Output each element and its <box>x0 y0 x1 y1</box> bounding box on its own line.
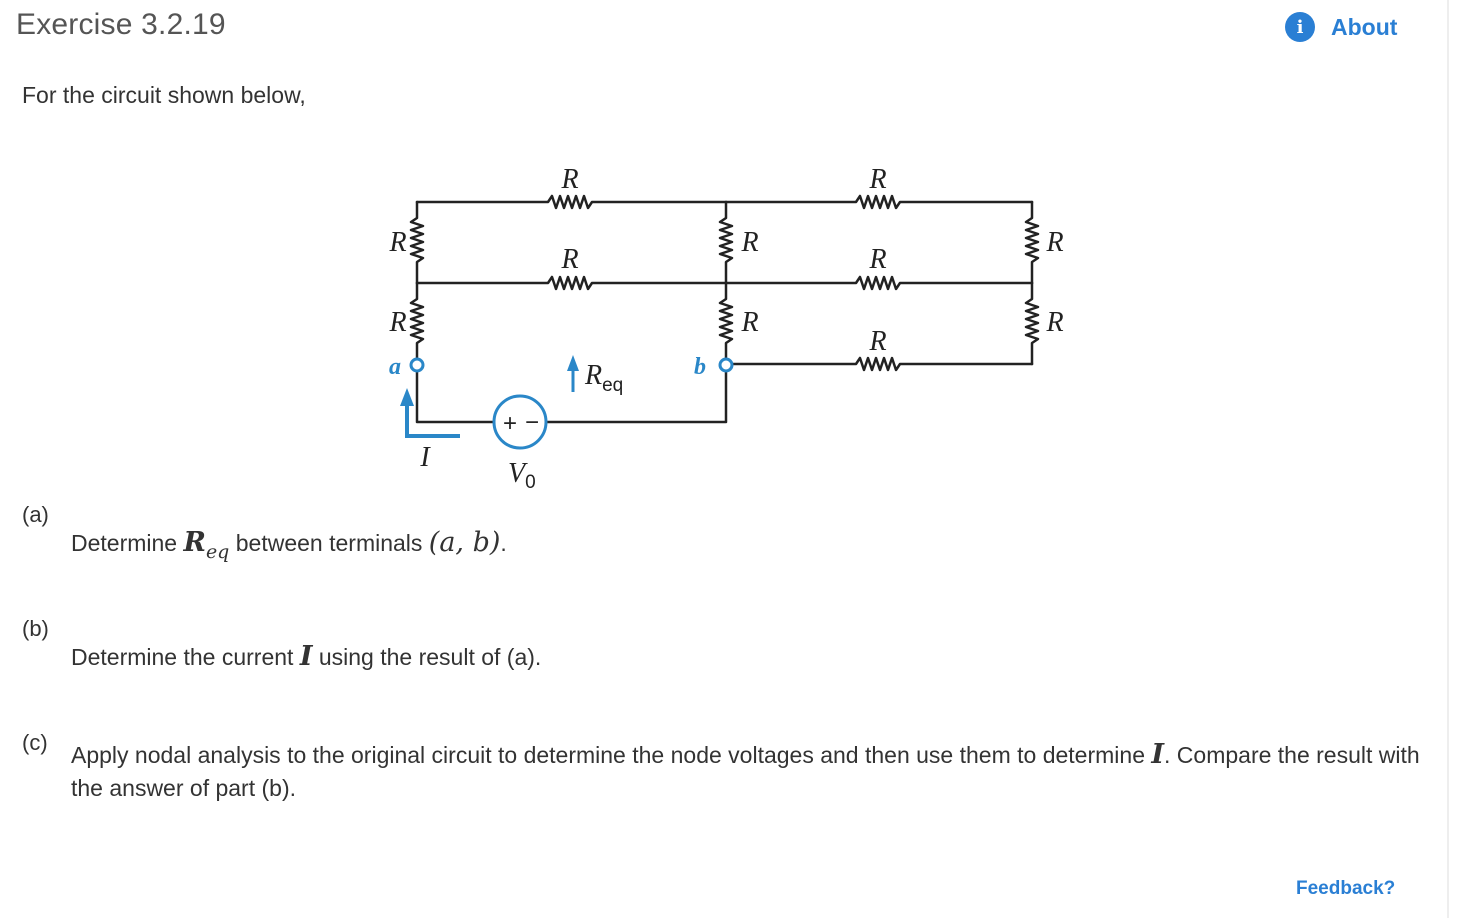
part-b-text: Determine the current I using the result… <box>71 640 541 674</box>
part-a-label: (a) <box>22 502 49 527</box>
part-a-text-1: Determine <box>71 530 184 556</box>
resistor-label-right-lower: R <box>1045 307 1063 338</box>
terminal-b-label: b <box>694 354 706 380</box>
info-icon: i <box>1285 12 1315 42</box>
source-main: V <box>508 458 528 489</box>
source-plus: + <box>503 410 517 437</box>
part-b-text-2: using the result of (a). <box>312 644 542 670</box>
source-label: V0 <box>508 458 536 493</box>
voltage-source-icon <box>492 394 548 450</box>
part-a-text: Determine Req between terminals (a, b). <box>71 526 507 563</box>
source-sub: 0 <box>525 472 536 493</box>
part-c-text-1: Apply nodal analysis to the original cir… <box>71 742 1152 768</box>
part-a-math-sub: eq <box>205 541 230 563</box>
part-b-label: (b) <box>22 616 49 641</box>
terminal-a-label: a <box>389 354 401 380</box>
resistor-label-bottom-right: R <box>868 326 886 357</box>
page-title: Exercise 3.2.19 <box>16 8 226 41</box>
resistor-label-right-upper: R <box>1045 227 1063 258</box>
req-arrow-icon <box>567 355 579 392</box>
resistor-label-middle-lower: R <box>740 307 758 338</box>
part-a-math-expr: (a, b) <box>428 527 501 558</box>
about-button[interactable]: i About <box>1285 12 1397 42</box>
current-arrow-icon <box>400 388 460 438</box>
feedback-link[interactable]: Feedback? <box>1296 878 1396 899</box>
part-c-math-main: I <box>1151 739 1165 770</box>
resistor-label-left-lower: R <box>388 307 406 338</box>
resistor-label-middle-upper: R <box>740 227 758 258</box>
terminal-b-node <box>718 357 734 373</box>
part-b-text-1: Determine the current <box>71 644 300 670</box>
req-main: R <box>584 360 602 391</box>
source-minus: − <box>525 409 539 436</box>
resistor-label-top-left: R <box>560 164 578 195</box>
resistor-label-left-upper: R <box>388 227 406 258</box>
part-c-text: Apply nodal analysis to the original cir… <box>71 738 1421 805</box>
part-a-text-3: . <box>500 530 507 556</box>
current-label: I <box>419 442 431 473</box>
resistor-label-top-right: R <box>868 164 886 195</box>
resistor-label-mid-left: R <box>560 244 578 275</box>
terminal-a-node <box>409 357 425 373</box>
part-a-math-main: R <box>183 527 206 558</box>
req-sub: eq <box>602 375 623 396</box>
about-label: About <box>1331 13 1398 40</box>
req-label: Req <box>584 360 623 396</box>
right-divider <box>1447 0 1449 918</box>
intro-text: For the circuit shown below, <box>22 82 306 108</box>
resistor-label-mid-right: R <box>868 244 886 275</box>
part-c-label: (c) <box>22 730 48 755</box>
part-b-math-main: I <box>299 641 313 672</box>
part-c-text-2: . Compare the result with the answer of … <box>71 742 1420 801</box>
circuit-diagram: + − R R R R R R R R R R R a b Req I V0 <box>388 164 1063 493</box>
part-a-text-2: between terminals <box>229 530 429 556</box>
